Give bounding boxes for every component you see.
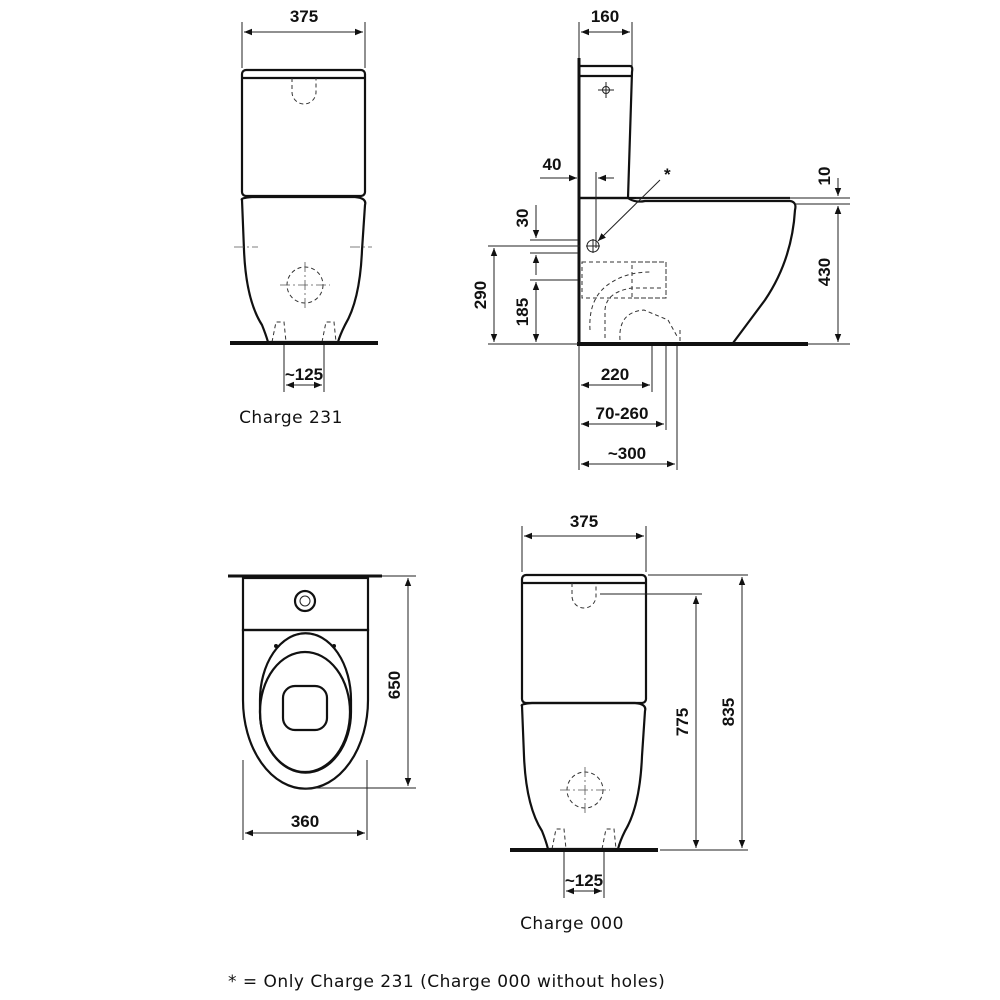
dim-height-290: 290 xyxy=(471,281,490,309)
dim-depth-300: ~300 xyxy=(608,444,646,463)
dim-outlet-220: 220 xyxy=(601,365,629,384)
dim-gap-30: 30 xyxy=(513,209,532,228)
dim-front000-outlet-spacing: ~125 xyxy=(565,871,603,890)
asterisk-marker: * xyxy=(664,165,671,184)
dim-rim-10: 10 xyxy=(815,167,834,186)
dim-height-185: 185 xyxy=(513,298,532,326)
top-view: 650 360 xyxy=(228,574,416,840)
dim-offset-40: 40 xyxy=(543,155,562,174)
dim-height-835: 835 xyxy=(719,698,738,726)
dim-top-width-360: 360 xyxy=(291,812,319,831)
side-view: 160 * 40 xyxy=(471,7,850,470)
dim-height-775: 775 xyxy=(673,708,692,736)
caption-charge-000: Charge 000 xyxy=(520,914,624,934)
dim-tank-depth: 160 xyxy=(591,7,619,26)
caption-charge-231: Charge 231 xyxy=(239,408,343,428)
dim-front-outlet-spacing: ~125 xyxy=(285,365,323,384)
dim-top-length-650: 650 xyxy=(385,671,404,699)
dim-front000-width: 375 xyxy=(570,512,598,531)
front-view-charge-231: 375 ~125 Charge 231 xyxy=(230,7,378,428)
front-view-charge-000: 375 775 835 ~125 Charge 000 xyxy=(510,512,748,934)
dim-seat-height-430: 430 xyxy=(815,258,834,286)
dim-outlet-range: 70-260 xyxy=(596,404,649,423)
footnote: * = Only Charge 231 (Charge 000 without … xyxy=(228,972,665,992)
dim-front-width: 375 xyxy=(290,7,318,26)
